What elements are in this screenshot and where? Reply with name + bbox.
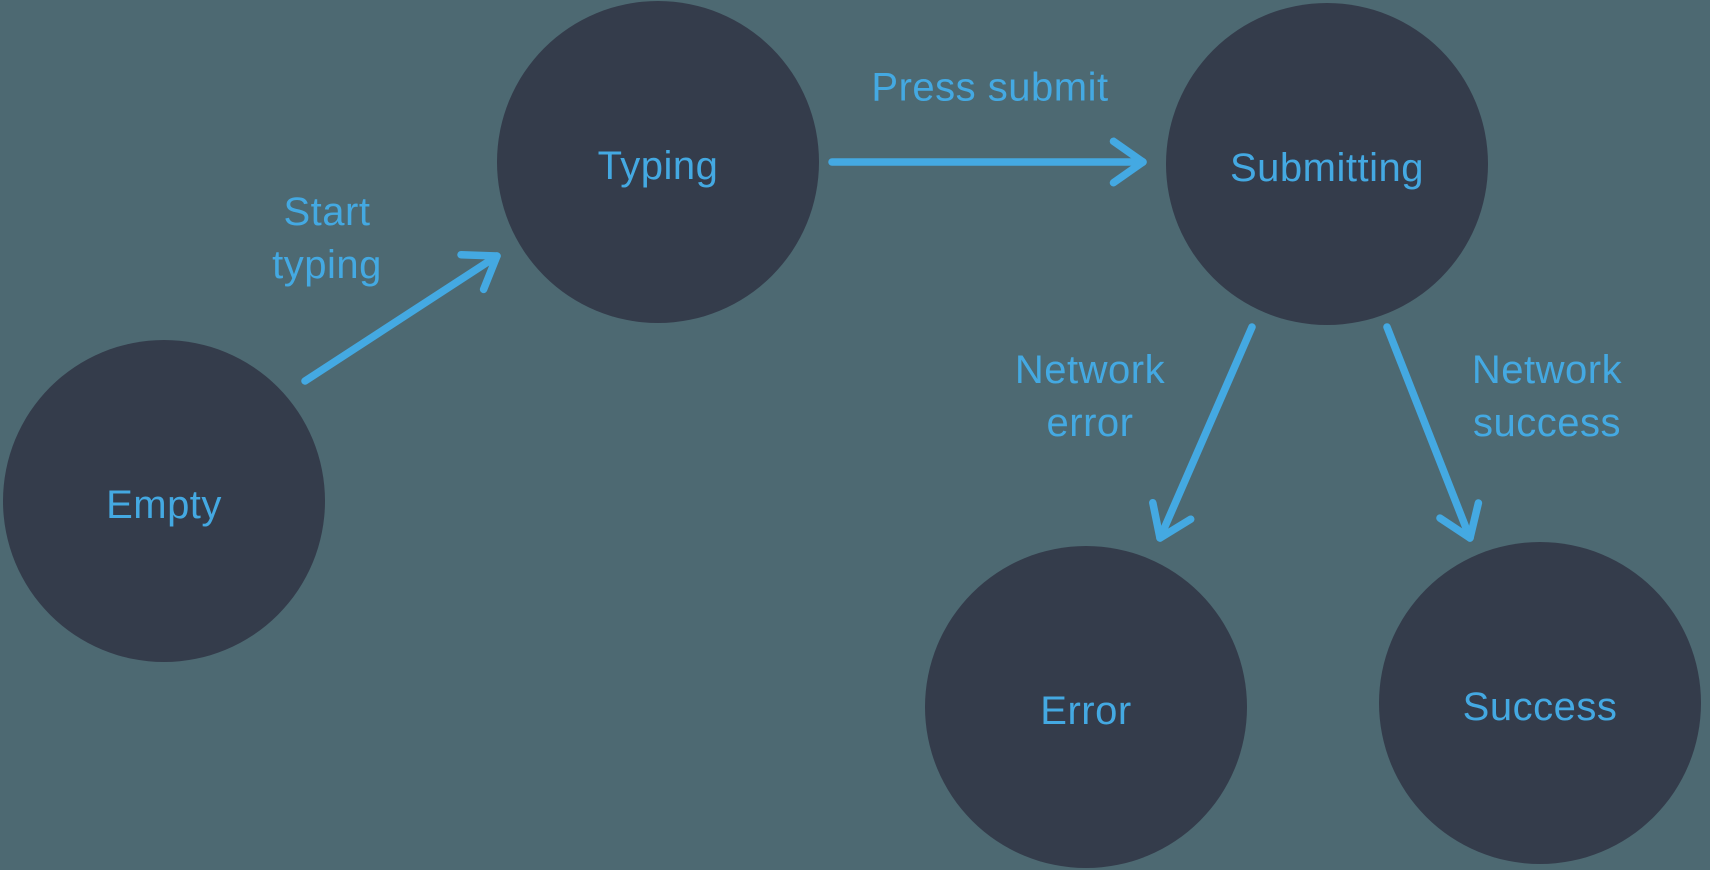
- state-node-success: Success: [1379, 542, 1701, 864]
- transition-arrow-start-typing: [301, 250, 501, 385]
- state-node-submitting: Submitting: [1166, 3, 1488, 325]
- state-node-error-label: Error: [1040, 688, 1132, 733]
- state-node-submitting-label: Submitting: [1230, 145, 1424, 190]
- state-node-error: Error: [925, 546, 1247, 868]
- state-node-empty-label: Empty: [106, 482, 222, 527]
- transition-arrow-network-error: [1149, 323, 1256, 542]
- state-node-typing: Typing: [497, 1, 819, 323]
- transition-label-start-typing: Start typing: [272, 190, 382, 287]
- state-node-typing-label: Typing: [597, 143, 719, 188]
- transition-arrow-press-submit: [828, 137, 1147, 187]
- transition-label-network-success: Network success: [1471, 348, 1623, 445]
- state-node-success-label: Success: [1462, 684, 1618, 729]
- transition-label-press-submit: Press submit: [871, 65, 1109, 110]
- state-node-empty: Empty: [3, 340, 325, 662]
- transition-label-network-error: Network error: [1014, 348, 1166, 445]
- transition-arrow-network-success: [1383, 323, 1483, 542]
